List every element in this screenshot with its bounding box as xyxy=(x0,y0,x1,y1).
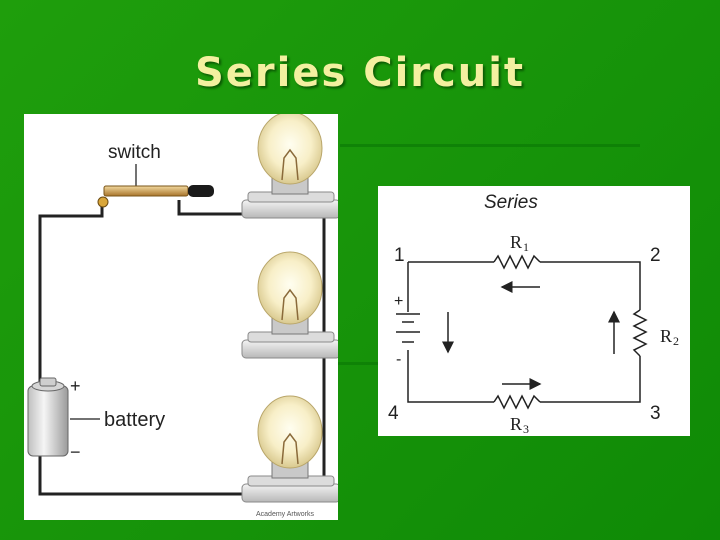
node-label-4: 4 xyxy=(388,403,399,424)
series-schematic-drawing: Series + - 1 2 xyxy=(388,192,679,436)
resistor-label-r3: R3 xyxy=(510,414,529,436)
node-label-3: 3 xyxy=(650,403,661,424)
resistor-label-r2: R2 xyxy=(660,326,679,348)
battery-cell-icon xyxy=(396,313,420,343)
series-schematic: Series + - 1 2 xyxy=(378,186,690,436)
node-label-2: 2 xyxy=(650,245,661,266)
wire xyxy=(407,261,641,403)
light-bulb-icon xyxy=(241,251,341,359)
circuit-illustration: switch xyxy=(24,111,341,520)
decorative-stripe xyxy=(340,144,640,147)
decorative-stripe xyxy=(338,362,378,365)
battery-minus-sign: - xyxy=(396,351,401,368)
light-bulb-icon xyxy=(241,395,341,503)
illustration-credit: Academy Artworks xyxy=(256,511,314,518)
switch-icon xyxy=(97,185,214,208)
battery-label: battery xyxy=(104,409,165,431)
battery-plus-sign: + xyxy=(70,376,81,396)
light-bulb-icon xyxy=(241,111,341,219)
battery-plus-sign: + xyxy=(394,293,403,310)
slide-title: Series Circuit xyxy=(194,50,526,96)
switch-label: switch xyxy=(108,142,161,163)
node-label-1: 1 xyxy=(394,245,405,266)
resistor-r1-icon xyxy=(493,254,541,270)
circuit-illustration-drawing: switch xyxy=(27,111,341,518)
current-arrow-icon xyxy=(442,281,620,390)
resistor-r3-icon xyxy=(493,394,541,410)
schematic-heading: Series xyxy=(484,192,538,213)
battery-minus-sign: − xyxy=(70,442,81,462)
battery-icon xyxy=(27,377,69,457)
resistor-label-r1: R1 xyxy=(510,232,529,254)
resistor-r2-icon xyxy=(632,309,648,357)
